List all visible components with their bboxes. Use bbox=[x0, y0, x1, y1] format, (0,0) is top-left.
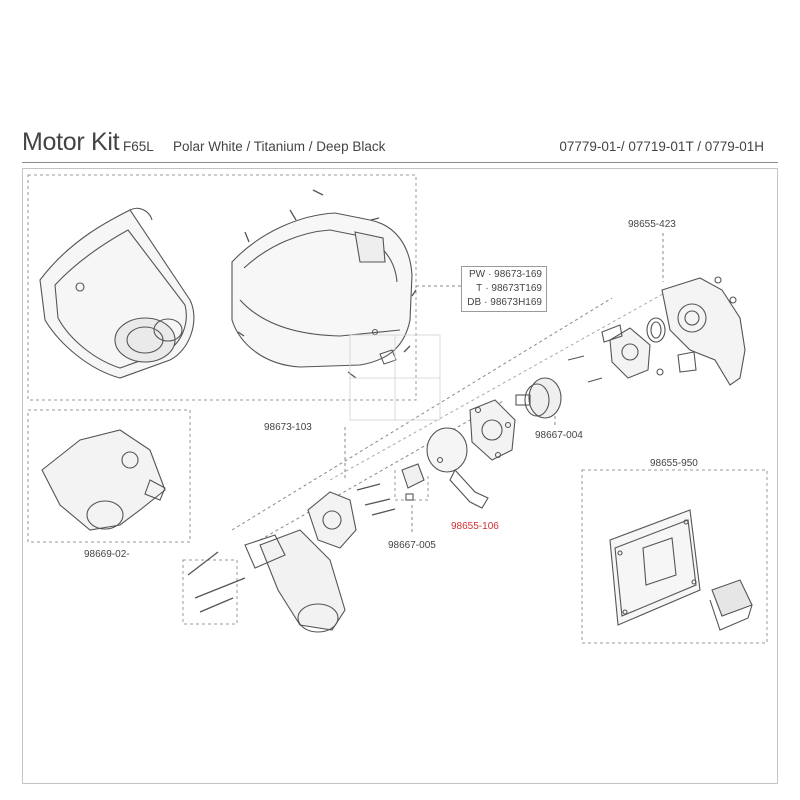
variant-row: T· 98673T169 bbox=[476, 283, 542, 294]
page-title: Motor Kit bbox=[22, 128, 120, 156]
assembly-screws bbox=[356, 483, 396, 516]
axis-line-1 bbox=[231, 297, 613, 531]
long-screws bbox=[187, 551, 246, 613]
label-98669-02: 98669-02- bbox=[84, 549, 130, 560]
variant-row: PW· 98673-169 bbox=[468, 269, 542, 280]
gear bbox=[515, 377, 562, 419]
mounting-plate bbox=[646, 276, 746, 386]
watermark bbox=[349, 334, 441, 421]
label-98655-950: 98655-950 bbox=[650, 458, 698, 469]
color-variants-text: Polar White / Titanium / Deep Black bbox=[173, 139, 386, 154]
rocker-switch bbox=[709, 579, 753, 631]
switch-plate bbox=[609, 509, 701, 626]
bearing-plate bbox=[469, 399, 516, 461]
kit-part-numbers: 07779-01-/ 07719-01T / 0779-01H bbox=[559, 139, 764, 154]
variant-row: DB· 98673H169 bbox=[467, 297, 542, 308]
variant-code: PW bbox=[468, 269, 486, 280]
axis-line-3 bbox=[329, 289, 671, 481]
label-98673-103: 98673-103 bbox=[264, 422, 312, 433]
cover-group-box bbox=[27, 174, 417, 401]
cover-screws bbox=[237, 189, 417, 379]
front-cover bbox=[39, 207, 195, 379]
assembled-motor bbox=[41, 429, 166, 531]
color-variant-box: PW· 98673-169 T· 98673T169 DB· 98673H169 bbox=[461, 266, 547, 312]
cam-lever bbox=[567, 324, 651, 383]
main-cover bbox=[231, 212, 413, 368]
label-98667-005: 98667-005 bbox=[388, 540, 436, 551]
motor bbox=[244, 529, 346, 633]
label-98655-106: 98655-106 bbox=[451, 521, 499, 532]
gearbox-flange bbox=[307, 491, 357, 549]
page-header: Motor Kit F65L Polar White / Titanium / … bbox=[22, 128, 778, 164]
drive-part bbox=[426, 427, 489, 509]
variant-part: 98673-169 bbox=[494, 269, 542, 280]
screw-box bbox=[182, 559, 238, 625]
variant-part: 98673T169 bbox=[491, 283, 542, 294]
label-98655-423: 98655-423 bbox=[628, 219, 676, 230]
header-divider bbox=[22, 162, 778, 163]
clip-part bbox=[379, 349, 397, 365]
variant-code: T bbox=[476, 283, 483, 294]
variant-code: DB bbox=[467, 297, 482, 308]
variant-part: 98673H169 bbox=[490, 297, 542, 308]
switch-group-box bbox=[581, 469, 768, 644]
coupler bbox=[401, 463, 425, 501]
model-name: F65L bbox=[123, 139, 154, 154]
label-98667-004: 98667-004 bbox=[535, 430, 583, 441]
axis-line-2 bbox=[259, 399, 506, 541]
motor-assembly-box bbox=[27, 409, 191, 543]
bracket-005 bbox=[394, 470, 429, 501]
diagram-frame bbox=[22, 168, 778, 784]
